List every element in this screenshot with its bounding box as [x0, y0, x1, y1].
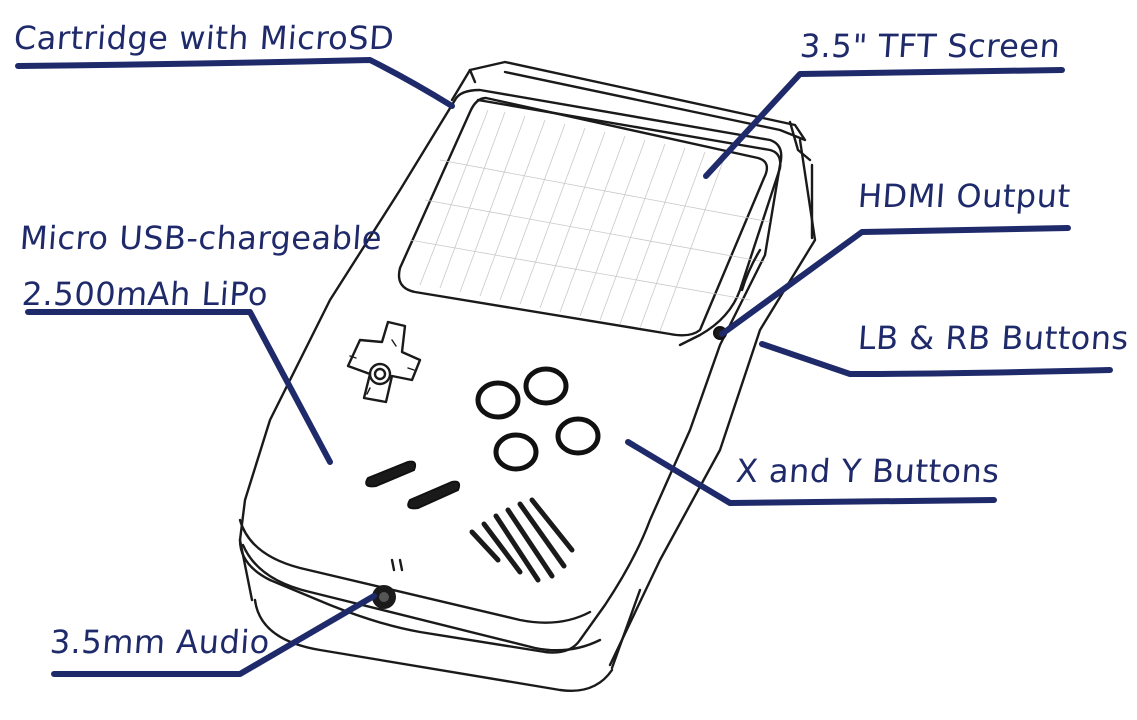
audio-jack — [372, 558, 404, 609]
label-cartridge: Cartridge with MicroSD — [12, 19, 396, 57]
label-usb-line1: Micro USB-chargeable — [18, 219, 384, 257]
label-xy: X and Y Buttons — [734, 452, 1001, 490]
leader-audio — [51, 593, 377, 677]
speaker-grill — [469, 497, 575, 583]
device-body — [238, 60, 817, 692]
select-start-buttons — [365, 460, 461, 510]
d-pad — [346, 320, 422, 404]
shoulder-slot — [740, 248, 762, 292]
label-hdmi: HDMI Output — [856, 177, 1072, 215]
label-screen: 3.5" TFT Screen — [798, 27, 1062, 65]
leader-shoulder — [759, 341, 1113, 377]
leader-cartridge — [15, 57, 455, 109]
leader-usb — [25, 309, 333, 465]
leader-xy — [625, 439, 997, 506]
leader-lines — [15, 57, 1113, 677]
leader-screen — [703, 67, 1065, 179]
leader-hdmi — [719, 225, 1071, 337]
face-buttons — [475, 366, 601, 472]
label-audio: 3.5mm Audio — [48, 623, 272, 661]
label-usb-line2: 2.500mAh LiPo — [20, 275, 270, 313]
screen — [397, 96, 782, 347]
label-shoulder: LB & RB Buttons — [856, 319, 1131, 357]
